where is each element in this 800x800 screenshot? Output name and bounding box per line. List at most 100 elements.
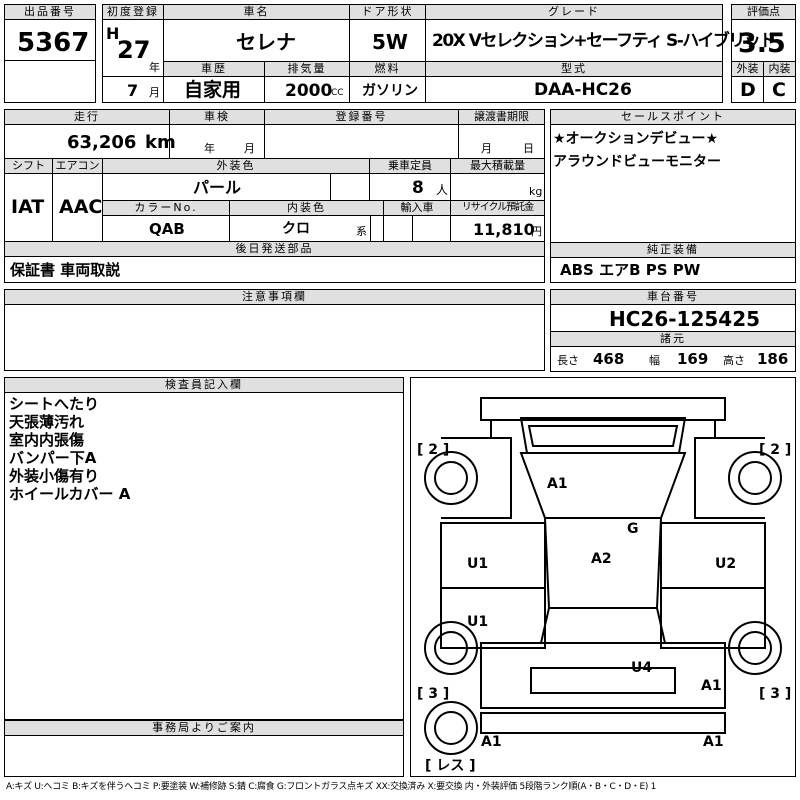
length-label: 長さ (557, 354, 579, 367)
notes-cell (4, 304, 545, 371)
front-left-hub (434, 461, 468, 495)
rear-bumper (480, 712, 726, 734)
height-label: 高さ (723, 354, 745, 367)
history: 自家用 (184, 79, 242, 101)
wheel-label-fr: [ 2 ] (759, 442, 791, 458)
damage-mark-hood: A1 (547, 476, 568, 492)
doors-label: ドア形状 (349, 4, 426, 20)
era: H (106, 24, 120, 43)
inspector-note: 外装小傷有り (9, 467, 100, 485)
right-fender (694, 437, 765, 519)
rear-window (539, 607, 667, 644)
max-load-cell: kg (450, 173, 545, 201)
reg-year: 27 (117, 36, 151, 64)
grade: 20X Vセレクション+セーフティ S-ハイブリッド (432, 31, 776, 51)
yen-unit: 円 (531, 225, 542, 238)
shift-label: シフト (4, 158, 53, 174)
damage-mark-right-front-door: U2 (715, 556, 736, 572)
sales-point-2: アラウンドビューモニター (553, 154, 721, 170)
year-unit: 年 (149, 61, 160, 74)
sales-point-cell: ★オークションデビュー★ アラウンドビューモニター (550, 124, 796, 243)
fuel: ガソリン (362, 83, 418, 99)
wheel-label-rr: [ 3 ] (759, 686, 791, 702)
inspector-note: 室内内張傷 (9, 431, 85, 449)
cc-unit: CC (331, 88, 344, 98)
doors-cell: 5W (349, 19, 426, 62)
damage-mark-windshield: G (627, 521, 639, 537)
genuine-label: 純正装備 (550, 242, 796, 258)
aircon: AAC (59, 196, 103, 218)
later-parts-cell: 保証書 車両取説 (4, 256, 545, 283)
later-parts: 保証書 車両取説 (10, 261, 121, 279)
hood (519, 417, 687, 454)
mileage-cell: 63,206 km (4, 124, 176, 159)
chassis-cell: HC26-125425 (550, 304, 796, 332)
width: 169 (677, 350, 709, 368)
transfer-label: 譲渡書期限 (458, 109, 545, 125)
transfer-month-unit: 月 (481, 142, 492, 155)
ext-color-label: 外装色 (102, 158, 370, 174)
reg-no-label: 登録番号 (264, 109, 459, 125)
exterior-cell: D (731, 76, 764, 103)
int-color: クロ (282, 221, 310, 237)
displacement: 2000 (285, 81, 333, 101)
grade-cell: 20X Vセレクション+セーフティ S-ハイブリッド (425, 19, 776, 62)
reg-month: 7 (127, 81, 139, 100)
shift: IAT (11, 196, 45, 218)
people-unit: 人 (436, 183, 449, 197)
dimensions-cell: 長さ 468 幅 169 高さ 186 (550, 346, 796, 372)
inspector-note: シートへたり (9, 395, 100, 413)
front-right-wheel (728, 451, 782, 505)
int-color-divider (370, 216, 371, 241)
sales-point-label: セールスポイント (550, 109, 796, 125)
fuel-cell: ガソリン (349, 76, 426, 103)
length: 468 (593, 350, 625, 368)
grade-label: グレード (425, 4, 723, 20)
color-no: QAB (149, 220, 185, 238)
left-front-door (440, 522, 546, 589)
capacity-cell: 8 人 (369, 173, 451, 201)
front-right-hub (738, 461, 772, 495)
rear-glass (530, 667, 676, 694)
fuel-label: 燃料 (349, 61, 426, 77)
width-label: 幅 (649, 354, 660, 367)
transfer-day-unit: 日 (523, 142, 534, 155)
inspection-cell: 年 月 (169, 124, 265, 159)
inspector-notes: シートへたり 天張薄汚れ 室内内張傷 バンパー下A 外装小傷有り ホイールカバー… (9, 395, 130, 503)
kei-unit: 系 (356, 225, 367, 238)
first-reg-cell: H 27 年 (102, 19, 164, 77)
right-rear-door (660, 587, 766, 649)
front-left-wheel (424, 451, 478, 505)
exterior-label: 外装 (731, 61, 764, 77)
chassis-number: HC26-125425 (609, 307, 761, 331)
office-label: 事務局よりご案内 (4, 720, 404, 736)
model: DAA-HC26 (534, 80, 632, 100)
inspection-month-unit: 月 (244, 142, 255, 155)
score-label: 評価点 (731, 4, 796, 20)
int-color-cell: クロ 系 (229, 215, 384, 242)
mileage-label: 走行 (4, 109, 170, 125)
reg-no-cell (264, 124, 459, 159)
damage-mark-left-rear-door: U1 (467, 614, 488, 630)
spare-wheel (424, 701, 478, 755)
notes-label: 注意事項欄 (4, 289, 545, 305)
lot-no: 5367 (17, 28, 90, 58)
inspector-note: ホイールカバー A (9, 485, 131, 503)
damage-mark-rear-bumper-left: A1 (481, 734, 502, 750)
damage-mark-roof: A2 (591, 551, 612, 567)
genuine-equipment: ABS エアB PS PW (560, 261, 701, 279)
mileage: 63,206 (67, 132, 137, 153)
wheel-label-spare: [ レス ] (425, 758, 476, 774)
interior-label: 内装 (763, 61, 796, 77)
rear-gate (480, 642, 726, 709)
color-no-cell: QAB (102, 215, 230, 242)
model-cell: DAA-HC26 (425, 76, 723, 103)
inspection-year-unit: 年 (204, 142, 215, 155)
height: 186 (757, 350, 789, 368)
interior-cell: C (763, 76, 796, 103)
lot-no-cell: 5367 (4, 19, 96, 61)
shift-cell: IAT (4, 173, 53, 242)
displacement-label: 排気量 (264, 61, 350, 77)
inspector-note: バンパー下A (9, 449, 97, 467)
car-name-cell: セレナ (163, 19, 350, 62)
